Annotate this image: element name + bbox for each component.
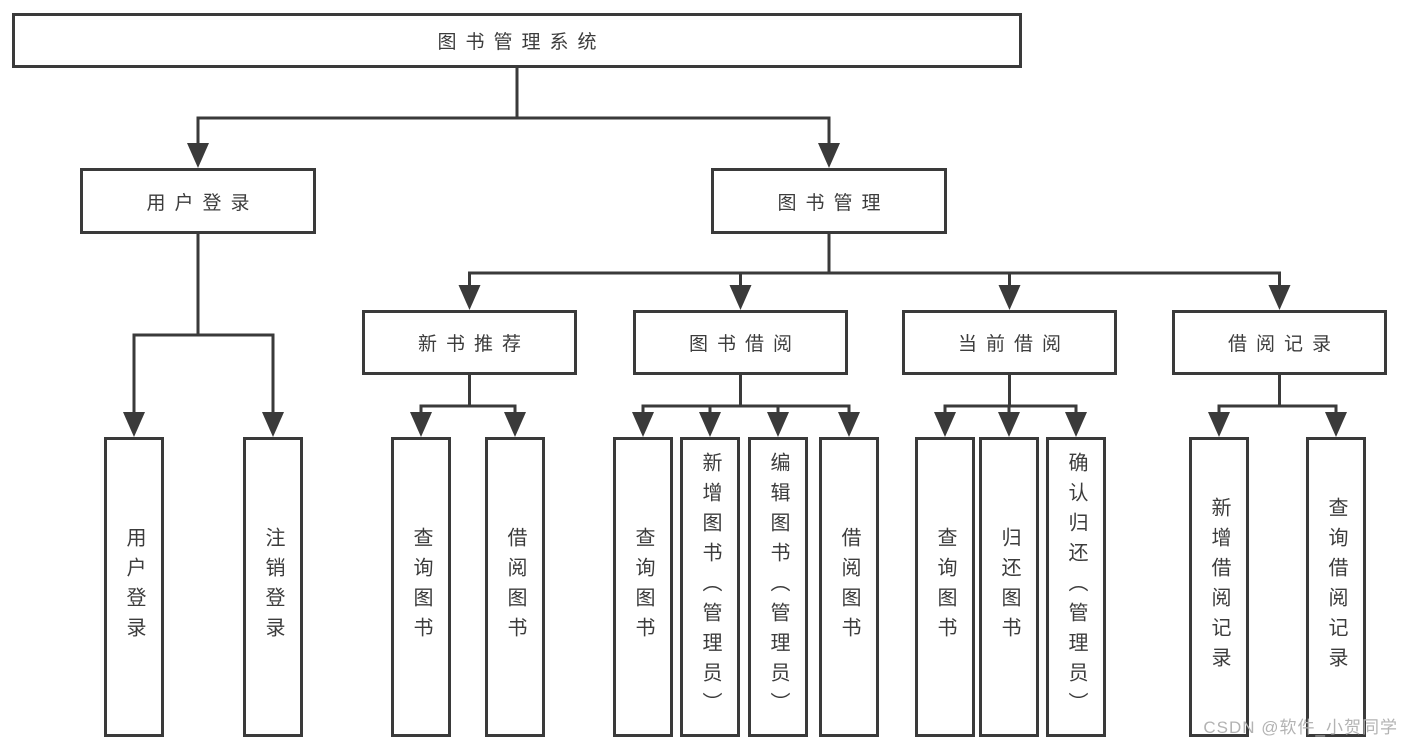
node-new-book-recommend: 新书推荐 — [362, 310, 577, 375]
arrowhead-icon — [1208, 412, 1230, 437]
leaf-borrow-books: 借阅图书 — [819, 437, 879, 737]
arrowhead-icon — [1325, 412, 1347, 437]
arrowhead-icon — [934, 412, 956, 437]
leaf-borrow-books-label: 借阅图书 — [838, 527, 860, 647]
arrowhead-icon — [123, 412, 145, 437]
leaf-query-borrow-record: 查询借阅记录 — [1306, 437, 1366, 737]
leaf-logout-login-label: 注销登录 — [262, 527, 284, 647]
leaf-query-books-recommend: 查询图书 — [391, 437, 451, 737]
leaf-confirm-return-admin: 确认归还（管理员） — [1046, 437, 1106, 737]
leaf-edit-book-admin: 编辑图书（管理员） — [748, 437, 808, 737]
node-library-system: 图书管理系统 — [12, 13, 1022, 68]
arrowhead-icon — [767, 412, 789, 437]
arrowhead-icon — [1268, 285, 1291, 310]
arrowhead-icon — [729, 285, 752, 310]
arrowhead-icon — [504, 412, 526, 437]
leaf-user-login-label: 用户登录 — [123, 527, 145, 647]
arrowhead-icon — [998, 285, 1021, 310]
leaf-query-books-current: 查询图书 — [915, 437, 975, 737]
node-current-borrow: 当前借阅 — [902, 310, 1117, 375]
arrowhead-icon — [1065, 412, 1087, 437]
leaf-add-book-admin-label: 新增图书（管理员） — [699, 452, 721, 722]
arrowhead-icon — [262, 412, 284, 437]
leaf-user-login: 用户登录 — [104, 437, 164, 737]
leaf-query-books-borrow: 查询图书 — [613, 437, 673, 737]
node-user-login: 用户登录 — [80, 168, 316, 234]
arrowhead-icon — [998, 412, 1020, 437]
arrowhead-icon — [632, 412, 654, 437]
leaf-logout-login: 注销登录 — [243, 437, 303, 737]
leaf-return-book-label: 归还图书 — [998, 527, 1020, 647]
arrowhead-icon — [410, 412, 432, 437]
watermark: CSDN @软件_小贺同学 — [1203, 718, 1398, 737]
arrowhead-icon — [699, 412, 721, 437]
node-book-borrow: 图书借阅 — [633, 310, 848, 375]
leaf-add-borrow-record-label: 新增借阅记录 — [1208, 497, 1230, 677]
leaf-query-borrow-record-label: 查询借阅记录 — [1325, 497, 1347, 677]
leaf-query-books-recommend-label: 查询图书 — [410, 527, 432, 647]
leaf-borrow-books-recommend-label: 借阅图书 — [504, 527, 526, 647]
arrowhead-icon — [838, 412, 860, 437]
leaf-edit-book-admin-label: 编辑图书（管理员） — [767, 452, 789, 722]
arrowhead-icon — [458, 285, 481, 310]
arrowhead-icon — [187, 143, 209, 168]
leaf-return-book: 归还图书 — [979, 437, 1039, 737]
node-borrow-records: 借阅记录 — [1172, 310, 1387, 375]
leaf-add-book-admin: 新增图书（管理员） — [680, 437, 740, 737]
leaf-borrow-books-recommend: 借阅图书 — [485, 437, 545, 737]
leaf-add-borrow-record: 新增借阅记录 — [1189, 437, 1249, 737]
node-book-management: 图书管理 — [711, 168, 947, 234]
leaf-query-books-borrow-label: 查询图书 — [632, 527, 654, 647]
leaf-confirm-return-admin-label: 确认归还（管理员） — [1065, 452, 1087, 722]
leaf-query-books-current-label: 查询图书 — [934, 527, 956, 647]
arrowhead-icon — [818, 143, 840, 168]
